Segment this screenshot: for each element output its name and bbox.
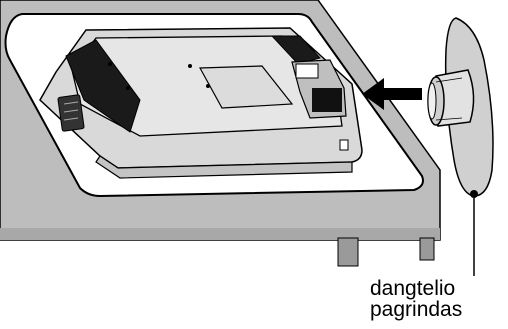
base-label-line-1: dangtelio xyxy=(370,279,455,299)
callout-pointer xyxy=(470,190,478,276)
base-label-line-2: pagrindas xyxy=(370,300,462,320)
